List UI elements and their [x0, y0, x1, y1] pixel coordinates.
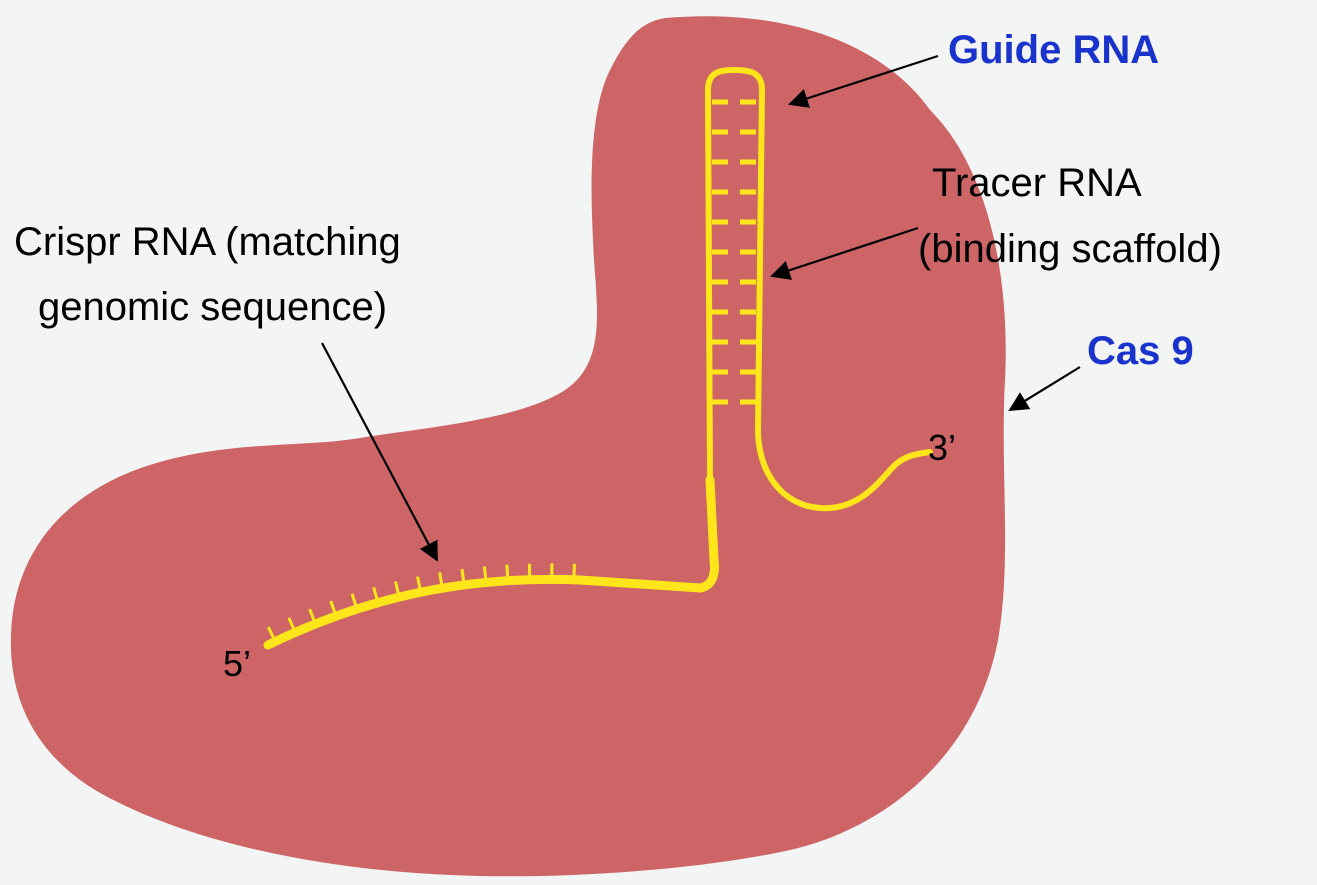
crispr-rna-label-line2: genomic sequence) — [38, 287, 387, 327]
crispr-rna-label-line1: Crispr RNA (matching — [14, 222, 401, 262]
crispr-base-tick — [574, 564, 575, 580]
three-prime-label: 3’ — [928, 430, 956, 466]
guide-rna-label: Guide RNA — [948, 30, 1159, 70]
five-prime-label: 5’ — [223, 646, 251, 682]
crispr-base-tick — [462, 569, 464, 585]
crispr-base-tick — [507, 565, 508, 581]
cas9-protein-shape — [11, 16, 1006, 876]
crispr-base-tick — [484, 566, 486, 582]
tracer-rna-label-line1: Tracer RNA — [932, 163, 1142, 203]
cas9-arrow — [1010, 367, 1080, 410]
tracer-rna-label-line2: (binding scaffold) — [918, 229, 1222, 269]
cas9-label: Cas 9 — [1087, 331, 1194, 371]
